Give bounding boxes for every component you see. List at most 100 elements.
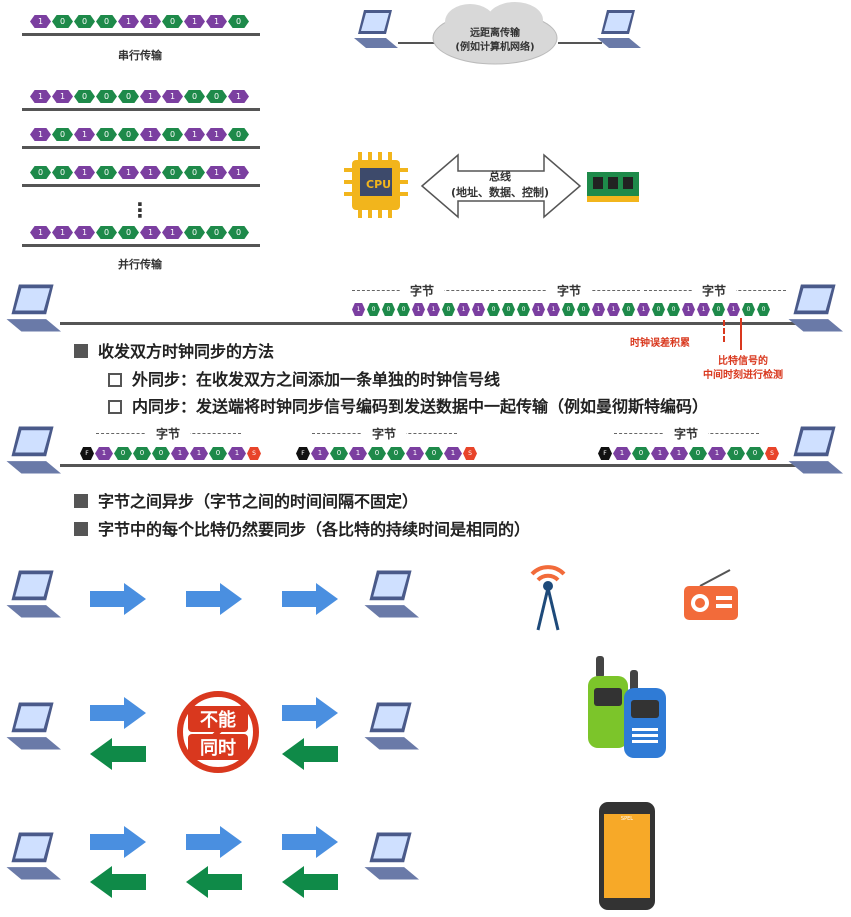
bit-cell: 0 bbox=[74, 90, 95, 103]
clock-error-note: 时钟误差积累 bbox=[630, 338, 690, 349]
start-bit: F bbox=[598, 447, 612, 460]
bit-cell: 1 bbox=[162, 90, 183, 103]
laptop-icon bbox=[788, 284, 843, 332]
bit-cell: 0 bbox=[74, 15, 95, 28]
no-simultaneous-stamp bbox=[177, 691, 259, 773]
start-bit: F bbox=[296, 447, 310, 460]
walkie-talkie-icon bbox=[588, 656, 666, 758]
phone-title: SPEL bbox=[620, 816, 634, 822]
parallel-line bbox=[22, 184, 260, 187]
bit-cell: 1 bbox=[30, 15, 51, 28]
bit-cell: 1 bbox=[52, 226, 73, 239]
bit-cell: 0 bbox=[184, 226, 205, 239]
byte-label: 字节 bbox=[547, 282, 591, 299]
bus-text-line1: 总线 bbox=[489, 170, 511, 183]
bit-cell: 1 bbox=[140, 226, 161, 239]
bit-cell: 0 bbox=[118, 90, 139, 103]
bit-cell: 0 bbox=[96, 90, 117, 103]
blue-right-arrow bbox=[90, 826, 146, 858]
bit-cell: 0 bbox=[228, 128, 249, 141]
cpu-icon bbox=[344, 152, 408, 218]
bit-cell: 1 bbox=[697, 303, 710, 316]
bit-cell: 1 bbox=[162, 226, 183, 239]
bit-cell: 1 bbox=[670, 447, 688, 460]
laptop-icon bbox=[364, 832, 419, 880]
bit-cell: 0 bbox=[30, 166, 51, 179]
blue-right-arrow bbox=[282, 826, 338, 858]
serial-line bbox=[22, 33, 260, 36]
byte-label: 字节 bbox=[664, 425, 708, 442]
async-line bbox=[60, 464, 798, 467]
bit-cell: 1 bbox=[228, 90, 249, 103]
green-left-arrow bbox=[282, 866, 338, 898]
bit-cell: 1 bbox=[140, 128, 161, 141]
stop-bit: S bbox=[463, 447, 477, 460]
smartphone-icon: SPEL bbox=[599, 802, 655, 910]
bit-cell: 1 bbox=[74, 166, 95, 179]
parallel-line bbox=[22, 108, 260, 111]
mid-detect-note-line1: 比特信号的 bbox=[718, 356, 768, 367]
bit-cell: 0 bbox=[162, 15, 183, 28]
byte-label: 字节 bbox=[400, 282, 444, 299]
serial-label: 串行传输 bbox=[118, 49, 162, 62]
async-item-1: 字节之间异步（字节之间的时间间隔不固定） bbox=[74, 488, 418, 512]
byte-label: 字节 bbox=[692, 282, 736, 299]
radio-receiver-icon bbox=[684, 569, 738, 620]
bit-cell: 0 bbox=[152, 447, 170, 460]
bit-cell: 1 bbox=[171, 447, 189, 460]
bit-cell: 1 bbox=[74, 128, 95, 141]
bit-cell: 1 bbox=[140, 15, 161, 28]
bit-cell: 0 bbox=[442, 303, 455, 316]
red-arrow bbox=[740, 318, 742, 350]
bit-cell: 0 bbox=[184, 90, 205, 103]
bit-cell: 0 bbox=[206, 90, 227, 103]
bit-cell: 0 bbox=[52, 15, 73, 28]
bit-cell: 1 bbox=[547, 303, 560, 316]
laptop-icon bbox=[364, 702, 419, 750]
bit-cell: 0 bbox=[746, 447, 764, 460]
bit-cell: 1 bbox=[727, 303, 740, 316]
bit-cell: 0 bbox=[162, 166, 183, 179]
bus-double-arrow bbox=[420, 153, 582, 219]
bit-cell: 1 bbox=[592, 303, 605, 316]
bit-cell: 1 bbox=[651, 447, 669, 460]
bit-cell: 1 bbox=[30, 226, 51, 239]
bit-cell: 0 bbox=[487, 303, 500, 316]
green-left-arrow bbox=[282, 738, 338, 770]
bit-cell: 1 bbox=[95, 447, 113, 460]
memory-icon bbox=[587, 172, 639, 202]
stamp-text-line1: 不能 bbox=[188, 706, 248, 732]
bit-cell: 0 bbox=[577, 303, 590, 316]
bit-cell: 1 bbox=[206, 166, 227, 179]
byte-label: 字节 bbox=[146, 425, 190, 442]
bit-cell: 0 bbox=[118, 128, 139, 141]
bit-cell: 1 bbox=[607, 303, 620, 316]
bit-cell: 1 bbox=[184, 128, 205, 141]
bit-cell: 0 bbox=[96, 166, 117, 179]
bit-cell: 1 bbox=[206, 128, 227, 141]
phone-screen: SPEL bbox=[604, 814, 650, 898]
bit-cell: 1 bbox=[52, 90, 73, 103]
bit-cell: 1 bbox=[349, 447, 367, 460]
bit-cell: 0 bbox=[330, 447, 348, 460]
cloud-text-line2: (例如计算机网络) bbox=[455, 42, 535, 53]
bit-cell: 0 bbox=[382, 303, 395, 316]
bit-cell: 1 bbox=[118, 166, 139, 179]
laptop-icon bbox=[6, 570, 61, 618]
blue-right-arrow bbox=[90, 697, 146, 729]
blue-right-arrow bbox=[186, 826, 242, 858]
mid-detect-note-line2: 中间时刻进行检测 bbox=[703, 370, 783, 381]
blue-right-arrow bbox=[282, 583, 338, 615]
bit-cell: 0 bbox=[114, 447, 132, 460]
cloud-text-line1: 远距离传输 bbox=[470, 28, 520, 39]
bit-cell: 1 bbox=[708, 447, 726, 460]
byte-label: 字节 bbox=[362, 425, 406, 442]
bit-cell: 1 bbox=[228, 166, 249, 179]
stop-bit: S bbox=[247, 447, 261, 460]
radio-tower-icon bbox=[530, 565, 566, 631]
